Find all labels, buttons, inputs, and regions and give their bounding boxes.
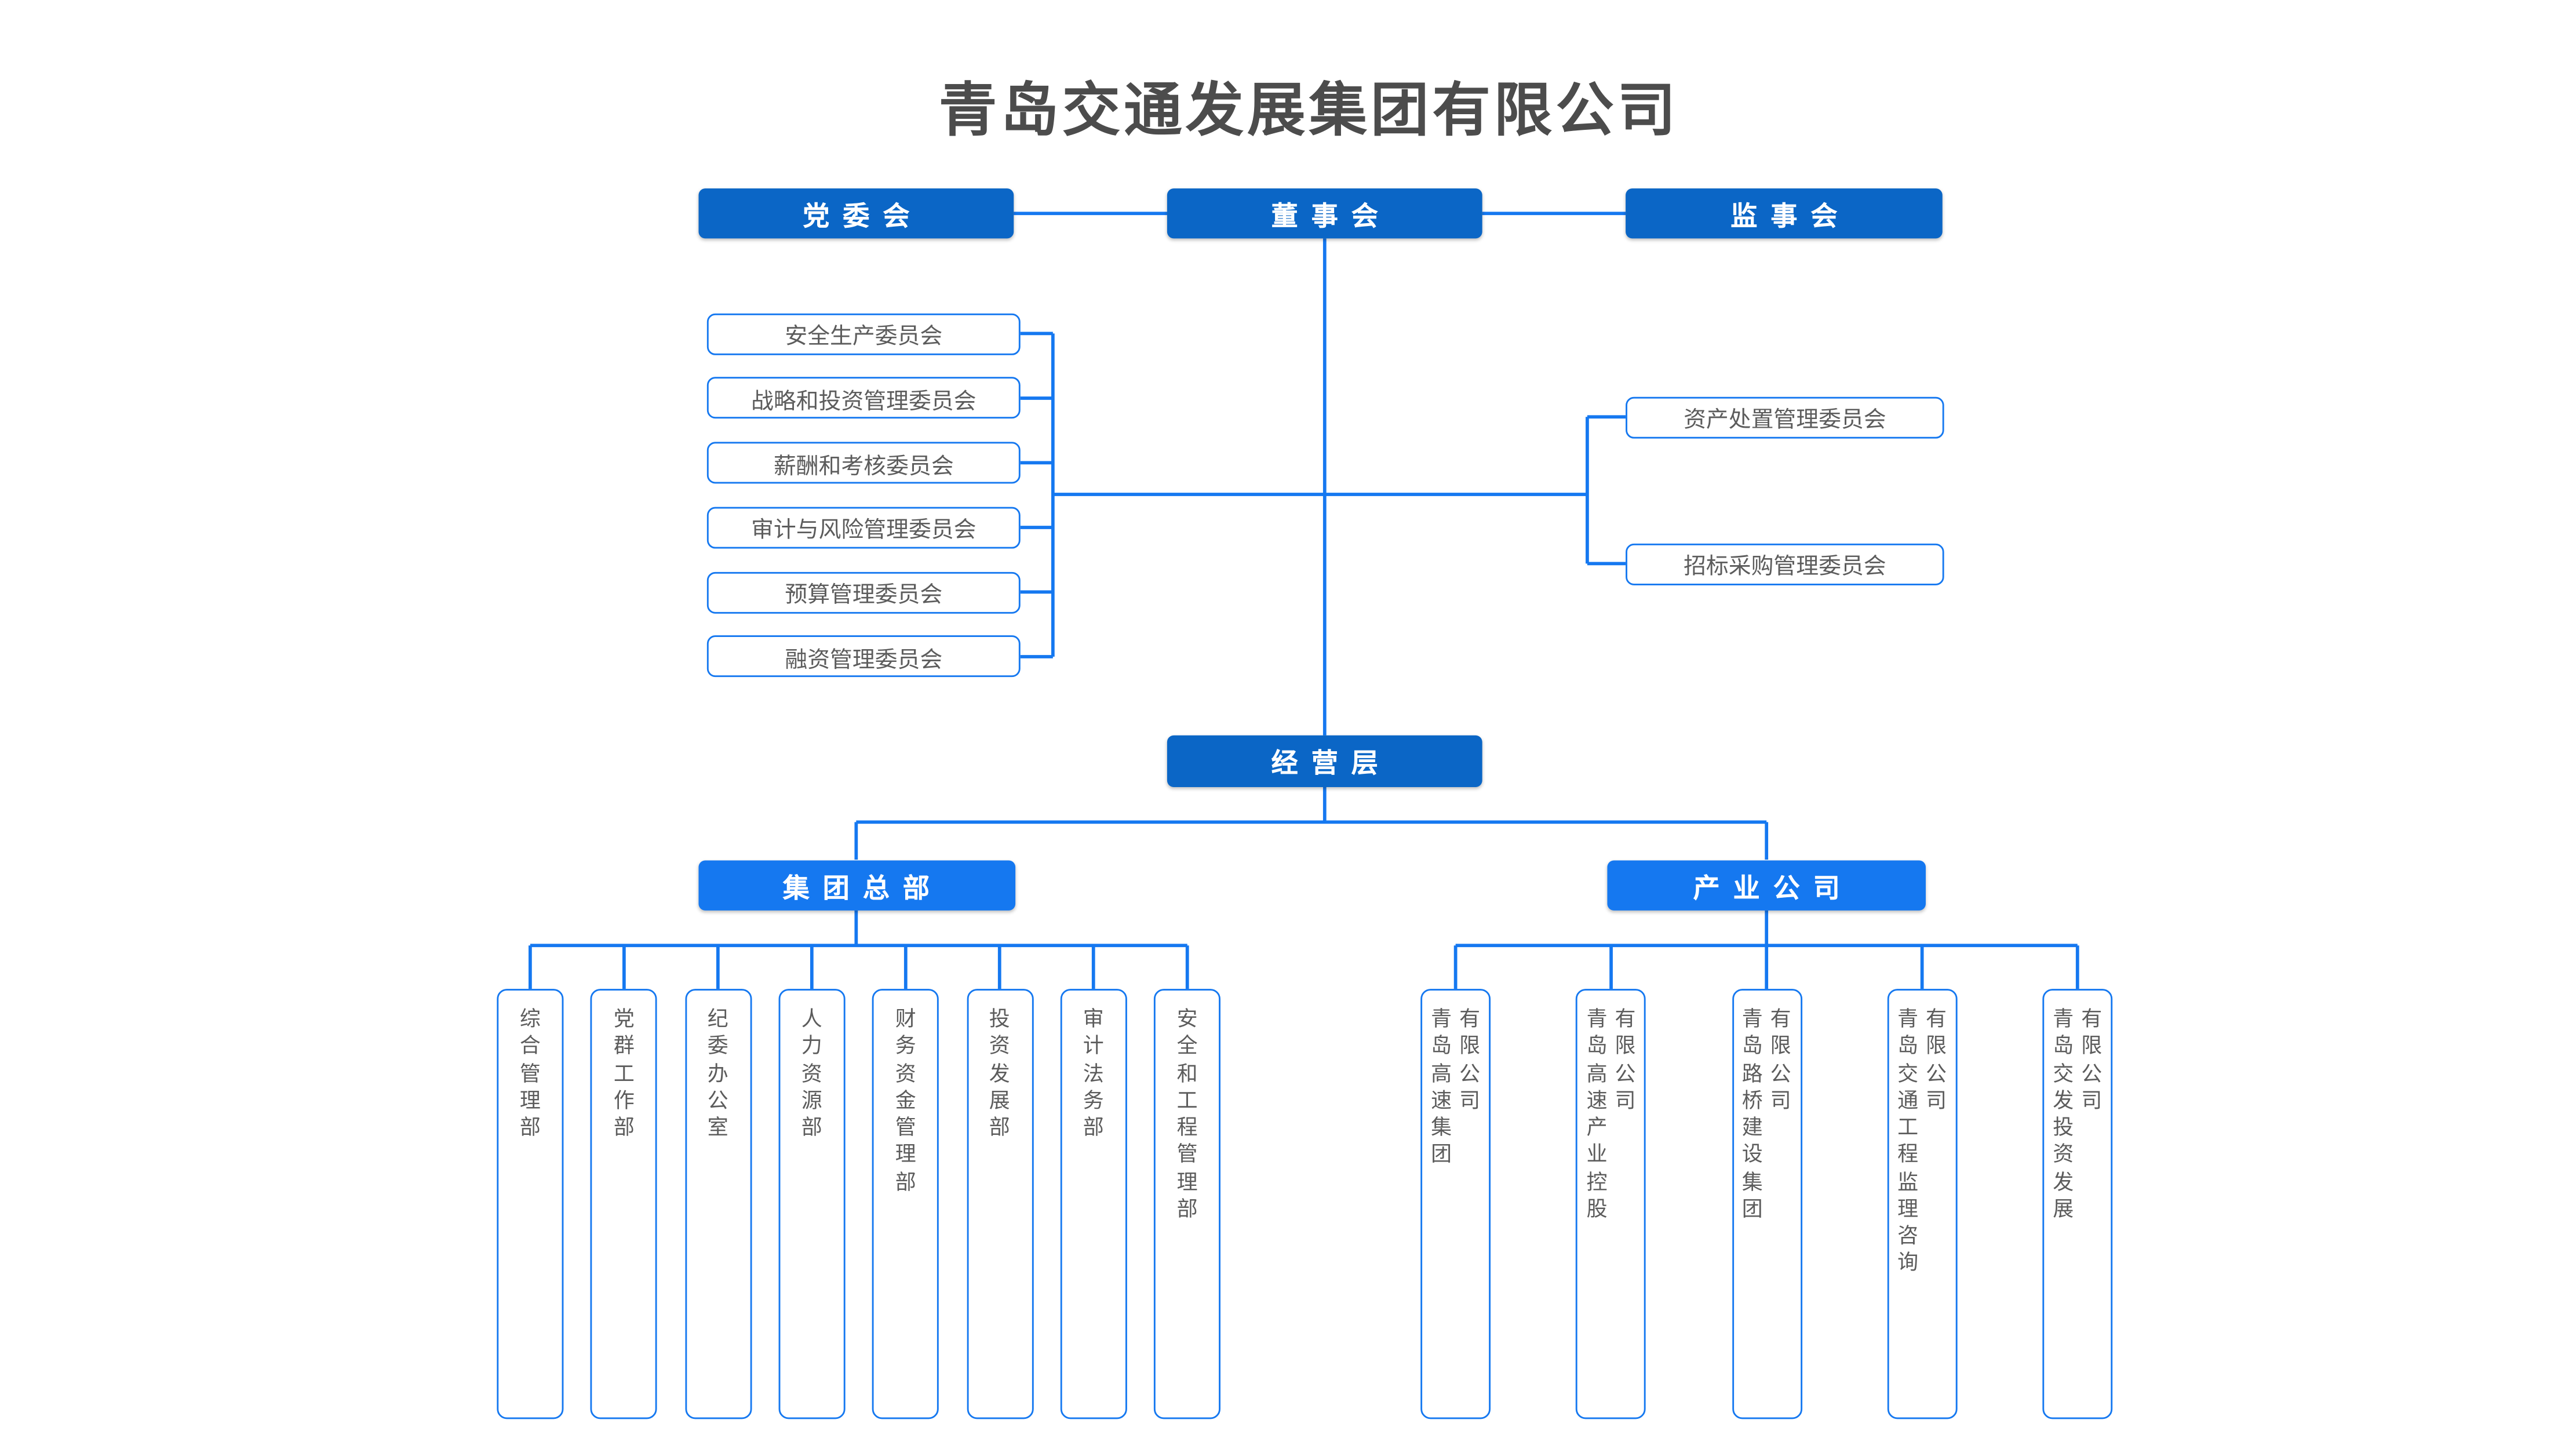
company-suffix: 有限公司: [1770, 1007, 1791, 1112]
company-name: 青岛路桥建设集团: [1741, 1007, 1763, 1221]
dept-party-mass-work: 党群工作部: [591, 989, 658, 1419]
company-qingdao-jiaofa-investment-development: 青岛交发投资发展 有限公司: [2042, 989, 2113, 1419]
dept-general-admin: 综合管理部: [497, 989, 564, 1419]
company-suffix: 有限公司: [2081, 1007, 2103, 1112]
company-name: 青岛交通工程监理咨询: [1897, 1007, 1919, 1275]
company-name: 青岛交发投资发展: [2053, 1007, 2074, 1221]
dept-label: 财务资金管理部: [895, 1007, 916, 1193]
company-qingdao-luqiao-construction-group: 青岛路桥建设集团 有限公司: [1731, 989, 1802, 1419]
company-qingdao-traffic-engineering-supervision: 青岛交通工程监理咨询 有限公司: [1887, 989, 1958, 1419]
dept-label: 审计法务部: [1083, 1007, 1104, 1139]
dept-label: 综合管理部: [519, 1007, 541, 1139]
committee-audit-risk: 审计与风险管理委员会: [706, 507, 1021, 548]
dept-label: 党群工作部: [613, 1007, 635, 1139]
dept-finance-treasury: 财务资金管理部: [872, 989, 939, 1419]
company-name: 青岛高速产业控股: [1586, 1007, 1608, 1221]
supervisory-board-box: 监事会: [1626, 188, 1943, 239]
dept-audit-legal: 审计法务部: [1060, 989, 1127, 1419]
company-suffix: 有限公司: [1615, 1007, 1636, 1112]
company-qingdao-expressway-group: 青岛高速集团 有限公司: [1420, 989, 1491, 1419]
dept-safety-engineering: 安全和工程管理部: [1154, 989, 1221, 1419]
company-suffix: 有限公司: [1459, 1007, 1481, 1112]
dept-label: 人力资源部: [801, 1007, 822, 1139]
dept-human-resources: 人力资源部: [778, 989, 846, 1419]
committee-strategy-investment: 战略和投资管理委员会: [706, 377, 1021, 419]
dept-discipline-office: 纪委办公室: [684, 989, 752, 1419]
group-headquarters-box: 集团总部: [698, 860, 1015, 911]
management-layer-box: 经营层: [1167, 735, 1482, 787]
dept-label: 安全和工程管理部: [1176, 1007, 1198, 1221]
dept-label: 投资发展部: [989, 1007, 1010, 1139]
committee-financing: 融资管理委员会: [706, 635, 1021, 678]
company-name: 青岛高速集团: [1431, 1007, 1452, 1166]
industry-companies-box: 产业公司: [1607, 860, 1926, 911]
page-title: 青岛交通发展集团有限公司: [938, 78, 1679, 144]
company-qingdao-expressway-industry-holding: 青岛高速产业控股 有限公司: [1576, 989, 1646, 1419]
committee-compensation-assessment: 薪酬和考核委员会: [706, 442, 1021, 484]
board-of-directors-box: 董事会: [1167, 188, 1482, 239]
committee-asset-disposal: 资产处置管理委员会: [1626, 396, 1944, 438]
committee-bidding-procurement: 招标采购管理委员会: [1626, 543, 1944, 585]
dept-label: 纪委办公室: [707, 1007, 728, 1139]
party-committee-box: 党委会: [698, 188, 1014, 239]
company-suffix: 有限公司: [1926, 1007, 1947, 1112]
dept-investment-development: 投资发展部: [966, 989, 1033, 1419]
committee-safety-production: 安全生产委员会: [706, 312, 1021, 355]
committee-budget: 预算管理委员会: [706, 571, 1021, 613]
